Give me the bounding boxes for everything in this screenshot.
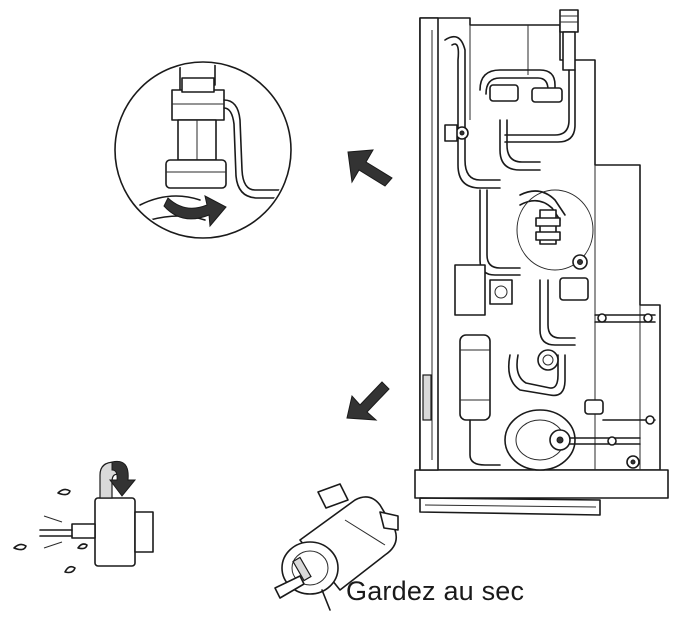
water-drop-icon [64, 565, 76, 574]
water-drop-icon [57, 488, 71, 496]
caption-keep-dry: Gardez au sec [346, 576, 525, 606]
drain-valve-detail [13, 460, 154, 574]
water-drop-icon [77, 543, 88, 550]
heat-pump-unit [414, 9, 669, 516]
turn-arrow-icon [109, 460, 137, 497]
pointer-arrow-icon [347, 149, 393, 187]
water-drop-icon [13, 543, 27, 551]
electrical-connector-detail [274, 483, 399, 611]
pointer-arrow-icon [346, 381, 390, 421]
valve-detail-circle [114, 61, 292, 239]
turn-arrow-icon [163, 195, 227, 228]
